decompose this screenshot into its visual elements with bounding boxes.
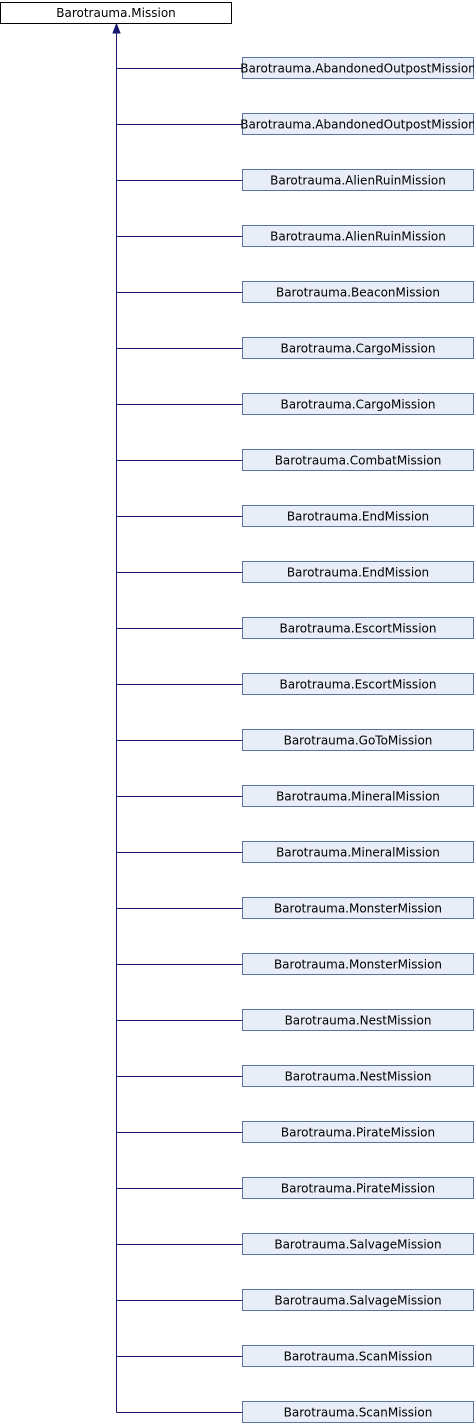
derived-class-label: Barotrauma.GoToMission	[284, 734, 433, 748]
derived-class-node[interactable]: Barotrauma.NestMission	[242, 1065, 474, 1087]
derived-class-label: Barotrauma.NestMission	[285, 1014, 432, 1028]
derived-class-label: Barotrauma.ScanMission	[284, 1350, 433, 1364]
inheritance-arrowhead	[112, 22, 121, 34]
base-class-label: Barotrauma.Mission	[56, 6, 176, 20]
derived-class-node[interactable]: Barotrauma.MonsterMission	[242, 897, 474, 919]
derived-class-label: Barotrauma.BeaconMission	[276, 286, 440, 300]
derived-class-node[interactable]: Barotrauma.CargoMission	[242, 393, 474, 415]
derived-class-node[interactable]: Barotrauma.MineralMission	[242, 785, 474, 807]
derived-class-node[interactable]: Barotrauma.CombatMission	[242, 449, 474, 471]
derived-class-node[interactable]: Barotrauma.SalvageMission	[242, 1233, 474, 1255]
derived-class-node[interactable]: Barotrauma.AlienRuinMission	[242, 169, 474, 191]
derived-class-label: Barotrauma.PirateMission	[281, 1182, 435, 1196]
derived-class-label: Barotrauma.EscortMission	[280, 622, 437, 636]
derived-class-node[interactable]: Barotrauma.EndMission	[242, 505, 474, 527]
derived-class-node[interactable]: Barotrauma.ScanMission	[242, 1345, 474, 1367]
derived-class-label: Barotrauma.CargoMission	[281, 342, 436, 356]
derived-class-label: Barotrauma.NestMission	[285, 1070, 432, 1084]
derived-class-node[interactable]: Barotrauma.GoToMission	[242, 729, 474, 751]
derived-class-label: Barotrauma.CombatMission	[275, 454, 442, 468]
derived-class-node[interactable]: Barotrauma.ScanMission	[242, 1401, 474, 1423]
derived-class-nodes: Barotrauma.AbandonedOutpostMissionBarotr…	[240, 57, 474, 1423]
derived-class-label: Barotrauma.AlienRuinMission	[270, 174, 446, 188]
derived-class-node[interactable]: Barotrauma.PirateMission	[242, 1177, 474, 1199]
derived-class-label: Barotrauma.AbandonedOutpostMission	[240, 118, 474, 132]
derived-class-node[interactable]: Barotrauma.PirateMission	[242, 1121, 474, 1143]
derived-class-label: Barotrauma.MonsterMission	[274, 958, 442, 972]
derived-class-label: Barotrauma.ScanMission	[284, 1406, 433, 1420]
derived-class-node[interactable]: Barotrauma.MonsterMission	[242, 953, 474, 975]
derived-class-label: Barotrauma.MonsterMission	[274, 902, 442, 916]
derived-class-label: Barotrauma.MineralMission	[276, 790, 440, 804]
derived-class-label: Barotrauma.EndMission	[287, 566, 429, 580]
derived-class-node[interactable]: Barotrauma.EndMission	[242, 561, 474, 583]
derived-class-node[interactable]: Barotrauma.BeaconMission	[242, 281, 474, 303]
derived-class-node[interactable]: Barotrauma.SalvageMission	[242, 1289, 474, 1311]
derived-class-label: Barotrauma.PirateMission	[281, 1126, 435, 1140]
derived-class-node[interactable]: Barotrauma.CargoMission	[242, 337, 474, 359]
derived-class-node[interactable]: Barotrauma.AbandonedOutpostMission	[240, 113, 474, 135]
derived-class-label: Barotrauma.AlienRuinMission	[270, 230, 446, 244]
derived-class-label: Barotrauma.CargoMission	[281, 398, 436, 412]
derived-class-node[interactable]: Barotrauma.EscortMission	[242, 617, 474, 639]
derived-class-label: Barotrauma.SalvageMission	[274, 1294, 441, 1308]
derived-class-node[interactable]: Barotrauma.NestMission	[242, 1009, 474, 1031]
derived-class-node[interactable]: Barotrauma.EscortMission	[242, 673, 474, 695]
derived-class-label: Barotrauma.EscortMission	[280, 678, 437, 692]
base-class-node[interactable]: Barotrauma.Mission	[0, 2, 232, 24]
inheritance-edges	[112, 22, 243, 1413]
derived-class-label: Barotrauma.SalvageMission	[274, 1238, 441, 1252]
derived-class-label: Barotrauma.EndMission	[287, 510, 429, 524]
derived-class-node[interactable]: Barotrauma.AlienRuinMission	[242, 225, 474, 247]
derived-class-label: Barotrauma.AbandonedOutpostMission	[240, 62, 474, 76]
derived-class-label: Barotrauma.MineralMission	[276, 846, 440, 860]
derived-class-node[interactable]: Barotrauma.MineralMission	[242, 841, 474, 863]
derived-class-node[interactable]: Barotrauma.AbandonedOutpostMission	[240, 57, 474, 79]
